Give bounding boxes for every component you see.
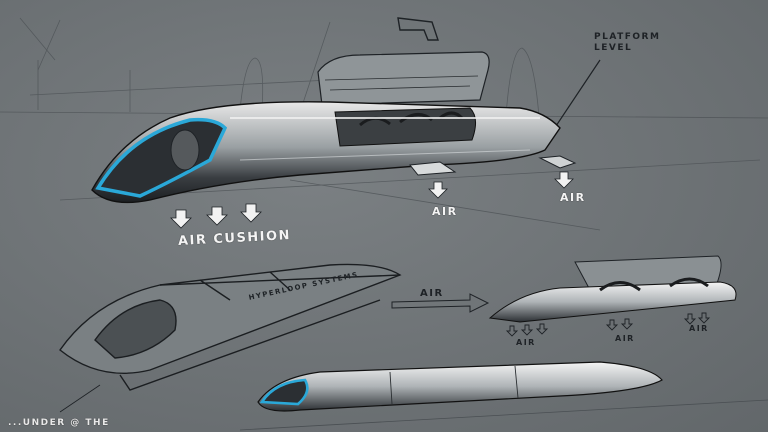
small-air-arrows <box>505 312 711 337</box>
air-label-1: AIR <box>432 205 458 218</box>
platform-pointer-line <box>549 59 601 136</box>
platform-level-label: PLATFORM LEVEL <box>594 32 661 53</box>
air-small-label-1: AIR <box>516 338 536 347</box>
air-label-2: AIR <box>560 191 586 204</box>
air-small-label-2: AIR <box>615 334 635 343</box>
air-arrow-horizontal <box>391 293 490 313</box>
corner-note-label: ...UNDER @ THE <box>8 418 110 428</box>
main-capsule <box>91 101 577 204</box>
main-capsule-lid <box>317 51 490 106</box>
air-small-label-3: AIR <box>689 324 709 333</box>
air-arrow-label: AIR <box>420 288 444 299</box>
air-cushion-arrows <box>170 171 574 229</box>
long-capsule <box>59 361 768 431</box>
door-open-arrow <box>397 17 439 41</box>
cutaway-capsule <box>391 255 737 337</box>
wireframe-capsule <box>59 263 402 391</box>
